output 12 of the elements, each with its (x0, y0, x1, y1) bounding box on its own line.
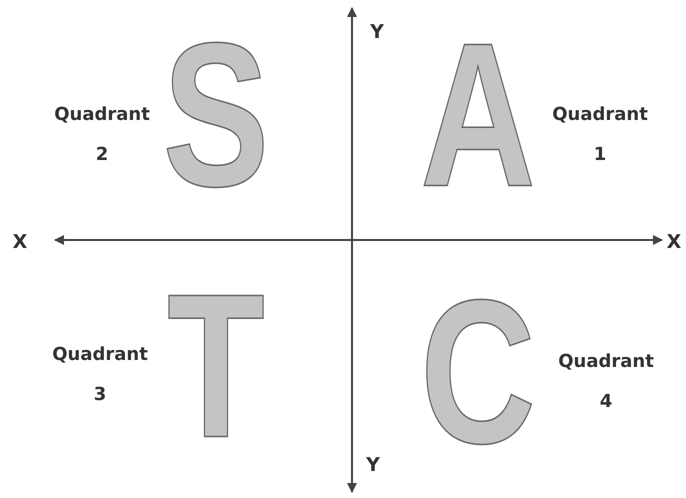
axis-label: X (12, 231, 28, 253)
axis-label: Y (366, 454, 380, 476)
quadrant-label: Quadrant 1 (552, 103, 648, 167)
quadrant-label: Quadrant 3 (52, 343, 148, 407)
quadrant-letter: C (420, 270, 536, 474)
quadrant-letter: A (420, 12, 536, 218)
quadrant-letter: T (167, 264, 265, 468)
axis-label: X (666, 231, 682, 253)
quadrant-letter: S (162, 12, 270, 218)
axis-label: Y (370, 21, 384, 43)
quadrant-label: Quadrant 4 (558, 350, 654, 414)
quadrant-label: Quadrant 2 (54, 103, 150, 167)
